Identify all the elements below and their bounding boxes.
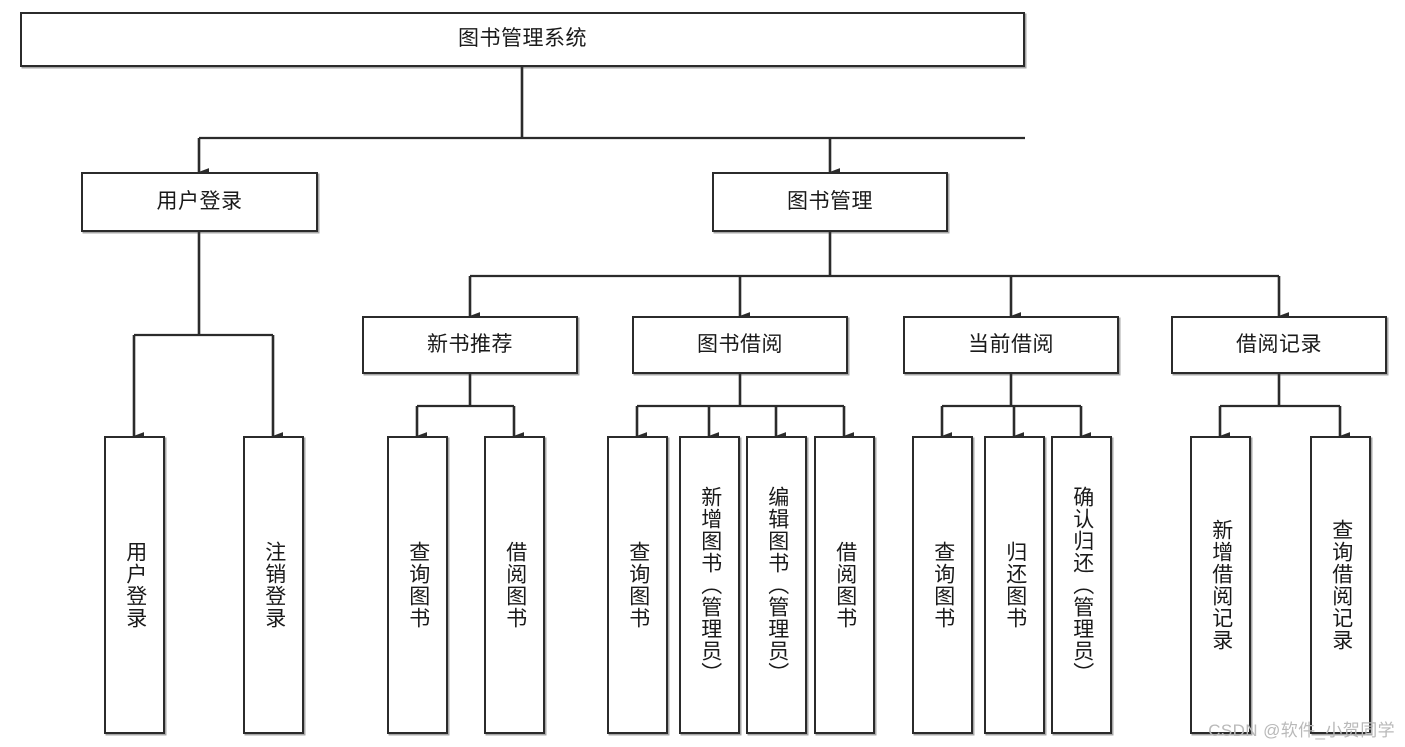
- leaf-return-book-label: 归还图书: [1003, 541, 1027, 629]
- leaf-query-borrow-record[interactable]: 查询借阅记录: [1310, 436, 1371, 734]
- watermark-text: CSDN @软件_小贺同学: [1208, 721, 1395, 740]
- leaf-query-book-borrow[interactable]: 查询图书: [607, 436, 668, 734]
- leaf-add-book-admin[interactable]: 新增图书（管理员）: [679, 436, 740, 734]
- leaf-query-book-recommend-label: 查询图书: [406, 541, 430, 629]
- node-book-management[interactable]: 图书管理: [712, 172, 948, 232]
- node-user-login-label: 用户登录: [156, 189, 243, 213]
- leaf-query-book-current-label: 查询图书: [931, 541, 955, 629]
- node-book-borrow[interactable]: 图书借阅: [632, 316, 848, 374]
- leaf-add-book-admin-label: 新增图书（管理员）: [698, 486, 722, 684]
- leaf-user-login[interactable]: 用户登录: [104, 436, 165, 734]
- leaf-edit-book-admin[interactable]: 编辑图书（管理员）: [746, 436, 807, 734]
- node-user-login[interactable]: 用户登录: [81, 172, 318, 232]
- node-root-label: 图书管理系统: [458, 27, 587, 51]
- leaf-confirm-return-admin[interactable]: 确认归还（管理员）: [1051, 436, 1112, 734]
- node-new-book-recommend[interactable]: 新书推荐: [362, 316, 578, 374]
- leaf-confirm-return-admin-label: 确认归还（管理员）: [1070, 486, 1094, 684]
- node-book-management-label: 图书管理: [787, 189, 873, 213]
- leaf-query-book-recommend[interactable]: 查询图书: [387, 436, 448, 734]
- leaf-borrow-book-label: 借阅图书: [833, 541, 857, 629]
- leaf-borrow-book-recommend[interactable]: 借阅图书: [484, 436, 545, 734]
- leaf-borrow-book[interactable]: 借阅图书: [814, 436, 875, 734]
- leaf-query-book-borrow-label: 查询图书: [626, 541, 650, 629]
- leaf-query-book-current[interactable]: 查询图书: [912, 436, 973, 734]
- node-current-borrow[interactable]: 当前借阅: [903, 316, 1119, 374]
- node-new-book-recommend-label: 新书推荐: [427, 332, 513, 356]
- node-current-borrow-label: 当前借阅: [968, 332, 1054, 356]
- leaf-user-logout[interactable]: 注销登录: [243, 436, 304, 734]
- leaf-edit-book-admin-label: 编辑图书（管理员）: [765, 486, 789, 684]
- leaf-user-login-label: 用户登录: [123, 541, 147, 629]
- leaf-return-book[interactable]: 归还图书: [984, 436, 1045, 734]
- leaf-add-borrow-record[interactable]: 新增借阅记录: [1190, 436, 1251, 734]
- node-root[interactable]: 图书管理系统: [20, 12, 1025, 67]
- node-borrow-record-label: 借阅记录: [1236, 332, 1322, 356]
- leaf-query-borrow-record-label: 查询借阅记录: [1329, 519, 1353, 651]
- node-book-borrow-label: 图书借阅: [697, 332, 783, 356]
- node-borrow-record[interactable]: 借阅记录: [1171, 316, 1387, 374]
- leaf-borrow-book-recommend-label: 借阅图书: [503, 541, 527, 629]
- leaf-user-logout-label: 注销登录: [262, 541, 286, 629]
- leaf-add-borrow-record-label: 新增借阅记录: [1209, 519, 1233, 651]
